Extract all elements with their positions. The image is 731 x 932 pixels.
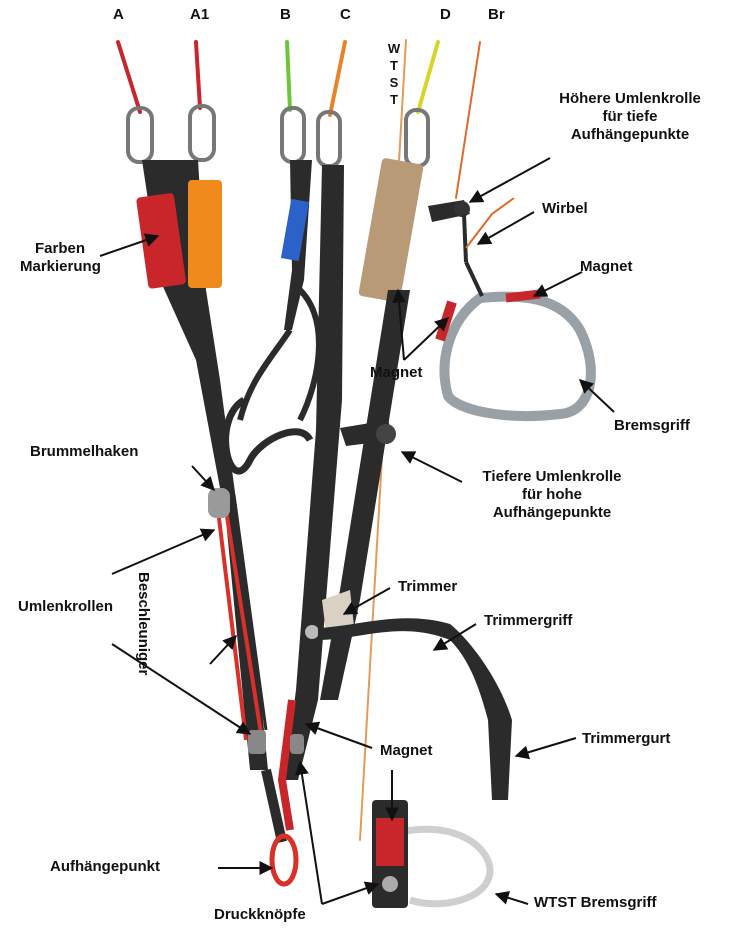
label-line: Farben (20, 240, 100, 258)
riser-label-c: C (340, 6, 351, 24)
riser-label-br: Br (488, 6, 505, 24)
wtst-vertical-label: W T S T (386, 40, 402, 108)
label-line: Höhere Umlenkrolle (540, 90, 720, 108)
riser-label-a1: A1 (190, 6, 209, 24)
riser-label-d: D (440, 6, 451, 24)
wtst-letter: T (386, 57, 402, 74)
riser-label-b: B (280, 6, 291, 24)
label-line: Aufhängepunkte (462, 504, 642, 522)
label-hoehere-umlenkrolle: Höhere Umlenkrolle für tiefe Aufhängepun… (540, 90, 720, 144)
wtst-brake-handle (372, 800, 490, 908)
label-magnet-top: Magnet (580, 258, 633, 276)
label-druckknoepfe: Druckknöpfe (214, 906, 306, 924)
label-trimmergriff: Trimmergriff (484, 612, 572, 630)
label-magnet-bottom: Magnet (380, 742, 433, 760)
brake-handle (440, 198, 591, 416)
label-line: für tiefe (540, 108, 720, 126)
label-tiefere-umlenkrolle: Tiefere Umlenkrolle für hohe Aufhängepun… (462, 468, 642, 522)
wtst-letter: S (386, 74, 402, 91)
brummel-hook (208, 488, 230, 518)
riser-webbing (136, 158, 424, 884)
riser-label-a: A (113, 6, 124, 24)
label-trimmer: Trimmer (398, 578, 457, 596)
label-trimmergurt: Trimmergurt (582, 730, 670, 748)
label-line: Tiefere Umlenkrolle (462, 468, 642, 486)
label-beschleuniger: Beschleuniger (134, 572, 152, 675)
label-line: Markierung (20, 258, 100, 276)
label-wtst-bremsgriff: WTST Bremsgriff (534, 894, 657, 912)
label-aufhaengepunkt: Aufhängepunkt (50, 858, 160, 876)
label-bremsgriff: Bremsgriff (614, 417, 690, 435)
label-brummelhaken: Brummelhaken (30, 443, 138, 461)
wtst-letter: T (386, 91, 402, 108)
carabiners (128, 106, 428, 166)
label-farben-markierung: Farben Markierung (20, 240, 100, 276)
label-magnet-left: Magnet (370, 364, 423, 382)
label-line: Aufhängepunkte (540, 126, 720, 144)
label-wirbel: Wirbel (542, 200, 588, 218)
label-line: für hohe (462, 486, 642, 504)
label-umlenkrollen: Umlenkrollen (18, 598, 113, 616)
wtst-letter: W (386, 40, 402, 57)
